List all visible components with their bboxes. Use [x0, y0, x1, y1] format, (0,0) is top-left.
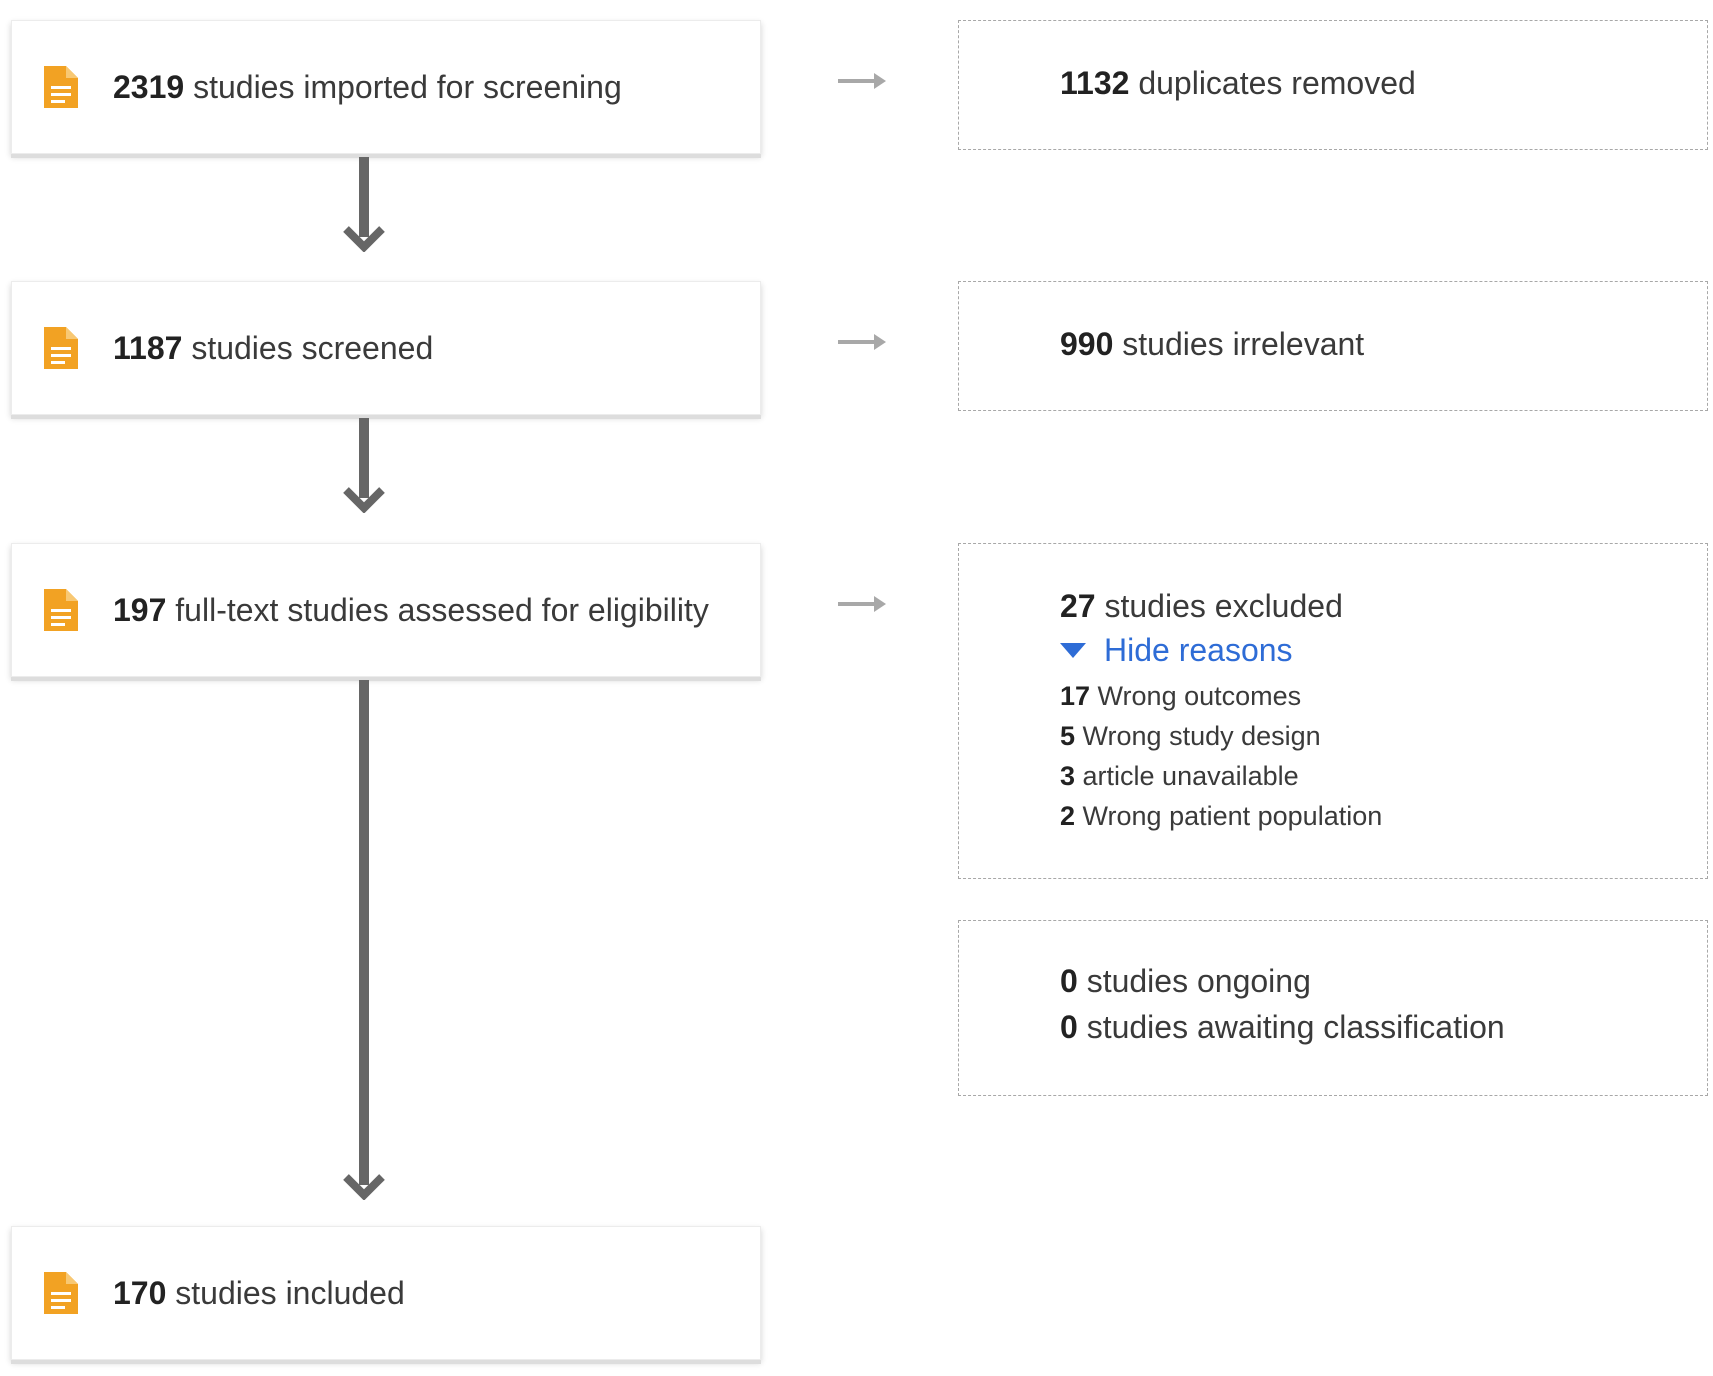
down-arrow — [343, 157, 385, 252]
stage-text: 1187 studies screened — [113, 330, 433, 367]
reason-count: 2 — [1060, 801, 1076, 831]
document-icon — [44, 327, 78, 369]
removed-label: duplicates removed — [1129, 65, 1416, 101]
down-arrow — [343, 418, 385, 513]
side-text: 1132 duplicates removed — [1060, 65, 1416, 102]
excluded-box: 27 studies excluded Hide reasons 17 Wron… — [958, 543, 1708, 879]
stage-label: studies screened — [182, 329, 434, 366]
stage-count: 1187 — [113, 329, 183, 366]
stage-count: 197 — [113, 591, 167, 628]
other-label: studies ongoing — [1077, 963, 1311, 999]
stage-count: 170 — [113, 1274, 167, 1311]
reason-item: 17 Wrong outcomes — [1060, 681, 1301, 712]
reason-item: 5 Wrong study design — [1060, 721, 1321, 752]
excluded-label: studies excluded — [1095, 588, 1343, 624]
side-text: 990 studies irrelevant — [1060, 326, 1364, 363]
reason-item: 2 Wrong patient population — [1060, 801, 1382, 832]
stage-text: 197 full-text studies assessed for eligi… — [113, 592, 709, 629]
reason-label: Wrong study design — [1075, 721, 1321, 751]
stage-label: studies imported for screening — [184, 68, 622, 105]
stage-box-imported: 2319 studies imported for screening — [11, 20, 761, 154]
right-arrow — [838, 73, 886, 89]
duplicates-box: 1132 duplicates removed — [958, 20, 1708, 150]
other-text: 0 studies ongoing — [1060, 963, 1311, 1000]
other-label: studies awaiting classification — [1077, 1009, 1505, 1045]
stage-text: 170 studies included — [113, 1275, 405, 1312]
document-icon — [44, 1272, 78, 1314]
stage-box-included: 170 studies included — [11, 1226, 761, 1360]
other-count: 0 — [1060, 963, 1078, 999]
down-arrow — [343, 680, 385, 1200]
reason-label: Wrong outcomes — [1090, 681, 1302, 711]
reason-label: Wrong patient population — [1075, 801, 1383, 831]
stage-box-full-text: 197 full-text studies assessed for eligi… — [11, 543, 761, 677]
triangle-down-icon — [1060, 643, 1086, 658]
reason-count: 5 — [1060, 721, 1076, 751]
reason-count: 17 — [1060, 681, 1091, 711]
right-arrow — [838, 596, 886, 612]
removed-count: 1132 — [1060, 65, 1130, 101]
document-icon — [44, 589, 78, 631]
excluded-text: 27 studies excluded — [1060, 588, 1343, 625]
reason-count: 3 — [1060, 761, 1076, 791]
stage-label: studies included — [166, 1274, 405, 1311]
reason-label: article unavailable — [1075, 761, 1299, 791]
hide-reasons-toggle[interactable]: Hide reasons — [1060, 632, 1293, 669]
stage-label: full-text studies assessed for eligibili… — [166, 591, 709, 628]
excluded-count: 27 — [1060, 588, 1096, 624]
other-studies-box: 0 studies ongoing 0 studies awaiting cla… — [958, 920, 1708, 1096]
hide-reasons-label: Hide reasons — [1104, 632, 1293, 668]
stage-count: 2319 — [113, 68, 185, 105]
document-icon — [44, 66, 78, 108]
reason-item: 3 article unavailable — [1060, 761, 1299, 792]
right-arrow — [838, 334, 886, 350]
stage-text: 2319 studies imported for screening — [113, 69, 622, 106]
other-count: 0 — [1060, 1009, 1078, 1045]
removed-count: 990 — [1060, 326, 1114, 362]
removed-label: studies irrelevant — [1113, 326, 1365, 362]
other-text: 0 studies awaiting classification — [1060, 1009, 1505, 1046]
irrelevant-box: 990 studies irrelevant — [958, 281, 1708, 411]
stage-box-screened: 1187 studies screened — [11, 281, 761, 415]
